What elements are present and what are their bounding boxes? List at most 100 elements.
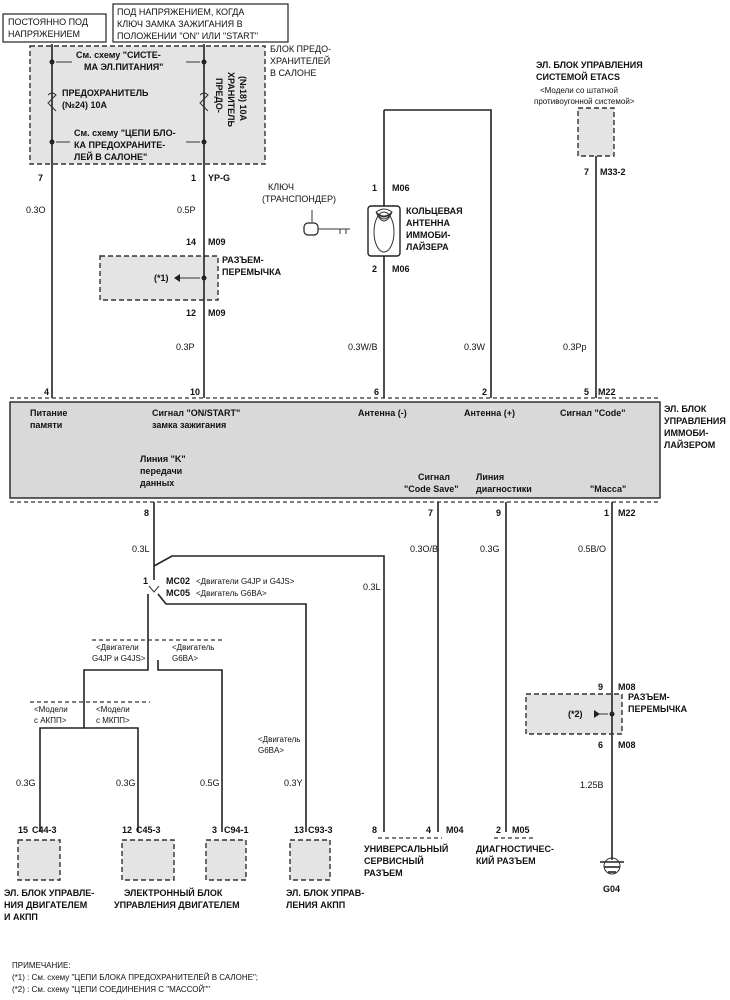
svg-text:<Модели: <Модели: [96, 705, 130, 714]
svg-text:M22: M22: [598, 387, 616, 397]
svg-text:УНИВЕРСАЛЬНЫЙ: УНИВЕРСАЛЬНЫЙ: [364, 843, 448, 854]
svg-text:<Двигатели G4JP и G4JS>: <Двигатели G4JP и G4JS>: [196, 577, 295, 586]
svg-text:(*2) : См. схему "ЦЕПИ СОЕДИНЕ: (*2) : См. схему "ЦЕПИ СОЕДИНЕНИЯ С "МАС…: [12, 985, 210, 994]
svg-text:Линия "K": Линия "K": [140, 454, 186, 464]
svg-text:КОЛЬЦЕВАЯ: КОЛЬЦЕВАЯ: [406, 206, 463, 216]
fuse-pin-right: 1: [191, 173, 196, 183]
svg-text:0.3L: 0.3L: [363, 582, 381, 592]
svg-text:0.3Y: 0.3Y: [284, 778, 303, 788]
svg-text:ХРАНИТЕЛЬ: ХРАНИТЕЛЬ: [226, 72, 236, 127]
svg-text:(№18) 10A: (№18) 10A: [238, 76, 248, 122]
svg-text:M06: M06: [392, 183, 410, 193]
svg-text:ИММОБИ-: ИММОБИ-: [664, 428, 708, 438]
svg-text:противоугонной системой>: противоугонной системой>: [534, 97, 635, 106]
svg-text:C45-3: C45-3: [136, 825, 161, 835]
ignition-power-label: ПОД НАПРЯЖЕНИЕМ, КОГДА КЛЮЧ ЗАМКА ЗАЖИГА…: [112, 3, 289, 43]
svg-text:1: 1: [143, 576, 148, 586]
immobilizer-control-unit: ЭЛ. БЛОК УПРАВЛЕНИЯ ИММОБИ- ЛАЙЗЕРОМ Пит…: [9, 397, 726, 503]
ecu-engine: 12 C45-3 ЭЛЕКТРОННЫЙ БЛОК УПРАВЛЕНИЯ ДВИ…: [114, 825, 240, 910]
svg-text:диагностики: диагностики: [476, 484, 532, 494]
wire-kline-to-usc: [153, 555, 385, 832]
svg-text:памяти: памяти: [30, 420, 62, 430]
svg-text:2: 2: [496, 825, 501, 835]
svg-text:1.25B: 1.25B: [580, 780, 604, 790]
svg-text:0.3W/B: 0.3W/B: [348, 342, 378, 352]
svg-text:10: 10: [190, 387, 200, 397]
svg-text:ЭЛ. БЛОК УПРАВЛЕНИЯ: ЭЛ. БЛОК УПРАВЛЕНИЯ: [536, 60, 643, 70]
svg-text:C44-3: C44-3: [32, 825, 57, 835]
svg-text:MC02: MC02: [166, 576, 190, 586]
svg-text:В САЛОНЕ: В САЛОНЕ: [270, 68, 316, 78]
svg-text:15: 15: [18, 825, 28, 835]
svg-text:G04: G04: [603, 884, 620, 894]
svg-text:0.5G: 0.5G: [200, 778, 220, 788]
svg-text:БЛОК ПРЕДО-: БЛОК ПРЕДО-: [270, 44, 331, 54]
svg-text:УПРАВЛЕНИЯ: УПРАВЛЕНИЯ: [664, 416, 726, 426]
svg-text:(*2): (*2): [568, 709, 583, 719]
svg-text:0.3O/B: 0.3O/B: [410, 544, 438, 554]
svg-text:2: 2: [482, 387, 487, 397]
svg-text:12: 12: [122, 825, 132, 835]
svg-text:ПЕРЕМЫЧКА: ПЕРЕМЫЧКА: [628, 704, 688, 714]
svg-text:4: 4: [426, 825, 431, 835]
svg-text:1: 1: [372, 183, 377, 193]
immobilizer-antenna-coil: 1 M06 2 M06 КОЛЬЦЕВАЯ АНТЕННА ИММОБИ- ЛА…: [367, 183, 463, 274]
svg-text:ПРИМЕЧАНИЕ:: ПРИМЕЧАНИЕ:: [12, 961, 71, 970]
svg-text:НИЯ ДВИГАТЕЛЕМ: НИЯ ДВИГАТЕЛЕМ: [4, 900, 87, 910]
svg-text:РАЗЪЕМ: РАЗЪЕМ: [364, 868, 403, 878]
svg-text:9: 9: [598, 682, 603, 692]
svg-text:4: 4: [44, 387, 49, 397]
svg-text:7: 7: [428, 508, 433, 518]
svg-text:6: 6: [374, 387, 379, 397]
svg-text:14: 14: [186, 237, 196, 247]
svg-text:ЭЛ. БЛОК УПРАВЛЕ-: ЭЛ. БЛОК УПРАВЛЕ-: [4, 888, 94, 898]
svg-text:данных: данных: [140, 478, 174, 488]
svg-text:ХРАНИТЕЛЕЙ: ХРАНИТЕЛЕЙ: [270, 55, 330, 66]
svg-text:ЛАЙЗЕРОМ: ЛАЙЗЕРОМ: [664, 439, 715, 450]
fuse-pin-left: 7: [38, 173, 43, 183]
svg-text:<Двигатель: <Двигатель: [258, 735, 300, 744]
svg-text:G6BA>: G6BA>: [258, 746, 284, 755]
svg-text:(ТРАНСПОНДЕР): (ТРАНСПОНДЕР): [262, 194, 336, 204]
svg-text:M33-2: M33-2: [600, 167, 626, 177]
svg-text:ЭЛ. БЛОК УПРАВ-: ЭЛ. БЛОК УПРАВ-: [286, 888, 364, 898]
svg-text:МА ЭЛ.ПИТАНИЯ": МА ЭЛ.ПИТАНИЯ": [84, 62, 163, 72]
svg-text:0.3L: 0.3L: [132, 544, 150, 554]
svg-text:ПЕРЕМЫЧКА: ПЕРЕМЫЧКА: [222, 267, 282, 277]
svg-text:1: 1: [604, 508, 609, 518]
svg-text:M06: M06: [392, 264, 410, 274]
svg-text:0.3Pp: 0.3Pp: [563, 342, 587, 352]
ecu-engine-g6ba: 3 C94-1: [205, 825, 249, 881]
diagnostic-connector: 2 M05 ДИАГНОСТИЧЕС- КИЙ РАЗЪЕМ: [476, 825, 554, 866]
svg-text:КИЙ РАЗЪЕМ: КИЙ РАЗЪЕМ: [476, 855, 536, 866]
transponder-key-icon: КЛЮЧ (ТРАНСПОНДЕР): [262, 182, 350, 236]
svg-text:ПРЕДОХРАНИТЕЛЬ: ПРЕДОХРАНИТЕЛЬ: [62, 88, 149, 98]
svg-text:КЛЮЧ: КЛЮЧ: [268, 182, 294, 192]
etacs-unit: ЭЛ. БЛОК УПРАВЛЕНИЯ СИСТЕМОЙ ETACS <Моде…: [534, 60, 643, 177]
svg-text:<Модели: <Модели: [34, 705, 68, 714]
svg-text:0.5B/O: 0.5B/O: [578, 544, 606, 554]
svg-text:Линия: Линия: [476, 472, 504, 482]
ground-point-icon: G04: [600, 857, 624, 894]
svg-text:9: 9: [496, 508, 501, 518]
svg-text:ЭЛЕКТРОННЫЙ БЛОК: ЭЛЕКТРОННЫЙ БЛОК: [124, 887, 223, 898]
splice-mc02-mc05: 1 MC02 <Двигатели G4JP и G4JS> MC05 <Дви…: [143, 576, 295, 598]
svg-text:См. схему "ЦЕПИ БЛО-: См. схему "ЦЕПИ БЛО-: [74, 128, 176, 138]
svg-text:8: 8: [144, 508, 149, 518]
svg-text:M09: M09: [208, 237, 226, 247]
jumper-connector-m09: 14 M09 (*1) 12 M09 РАЗЪЕМ- ПЕРЕМЫЧКА: [99, 237, 282, 318]
svg-text:5: 5: [584, 387, 589, 397]
fuse-pin-color: YP-G: [208, 173, 230, 183]
svg-text:12: 12: [186, 308, 196, 318]
svg-text:7: 7: [584, 167, 589, 177]
svg-text:0.3G: 0.3G: [116, 778, 136, 788]
svg-text:MC05: MC05: [166, 588, 190, 598]
svg-text:M05: M05: [512, 825, 530, 835]
svg-text:"Масса": "Масса": [590, 484, 626, 494]
svg-text:0.3G: 0.3G: [480, 544, 500, 554]
svg-text:Антенна (-): Антенна (-): [358, 408, 407, 418]
svg-text:M04: M04: [446, 825, 464, 835]
svg-text:КЛЮЧ ЗАМКА ЗАЖИГАНИЯ В: КЛЮЧ ЗАМКА ЗАЖИГАНИЯ В: [117, 19, 243, 29]
svg-text:0.3W: 0.3W: [464, 342, 486, 352]
